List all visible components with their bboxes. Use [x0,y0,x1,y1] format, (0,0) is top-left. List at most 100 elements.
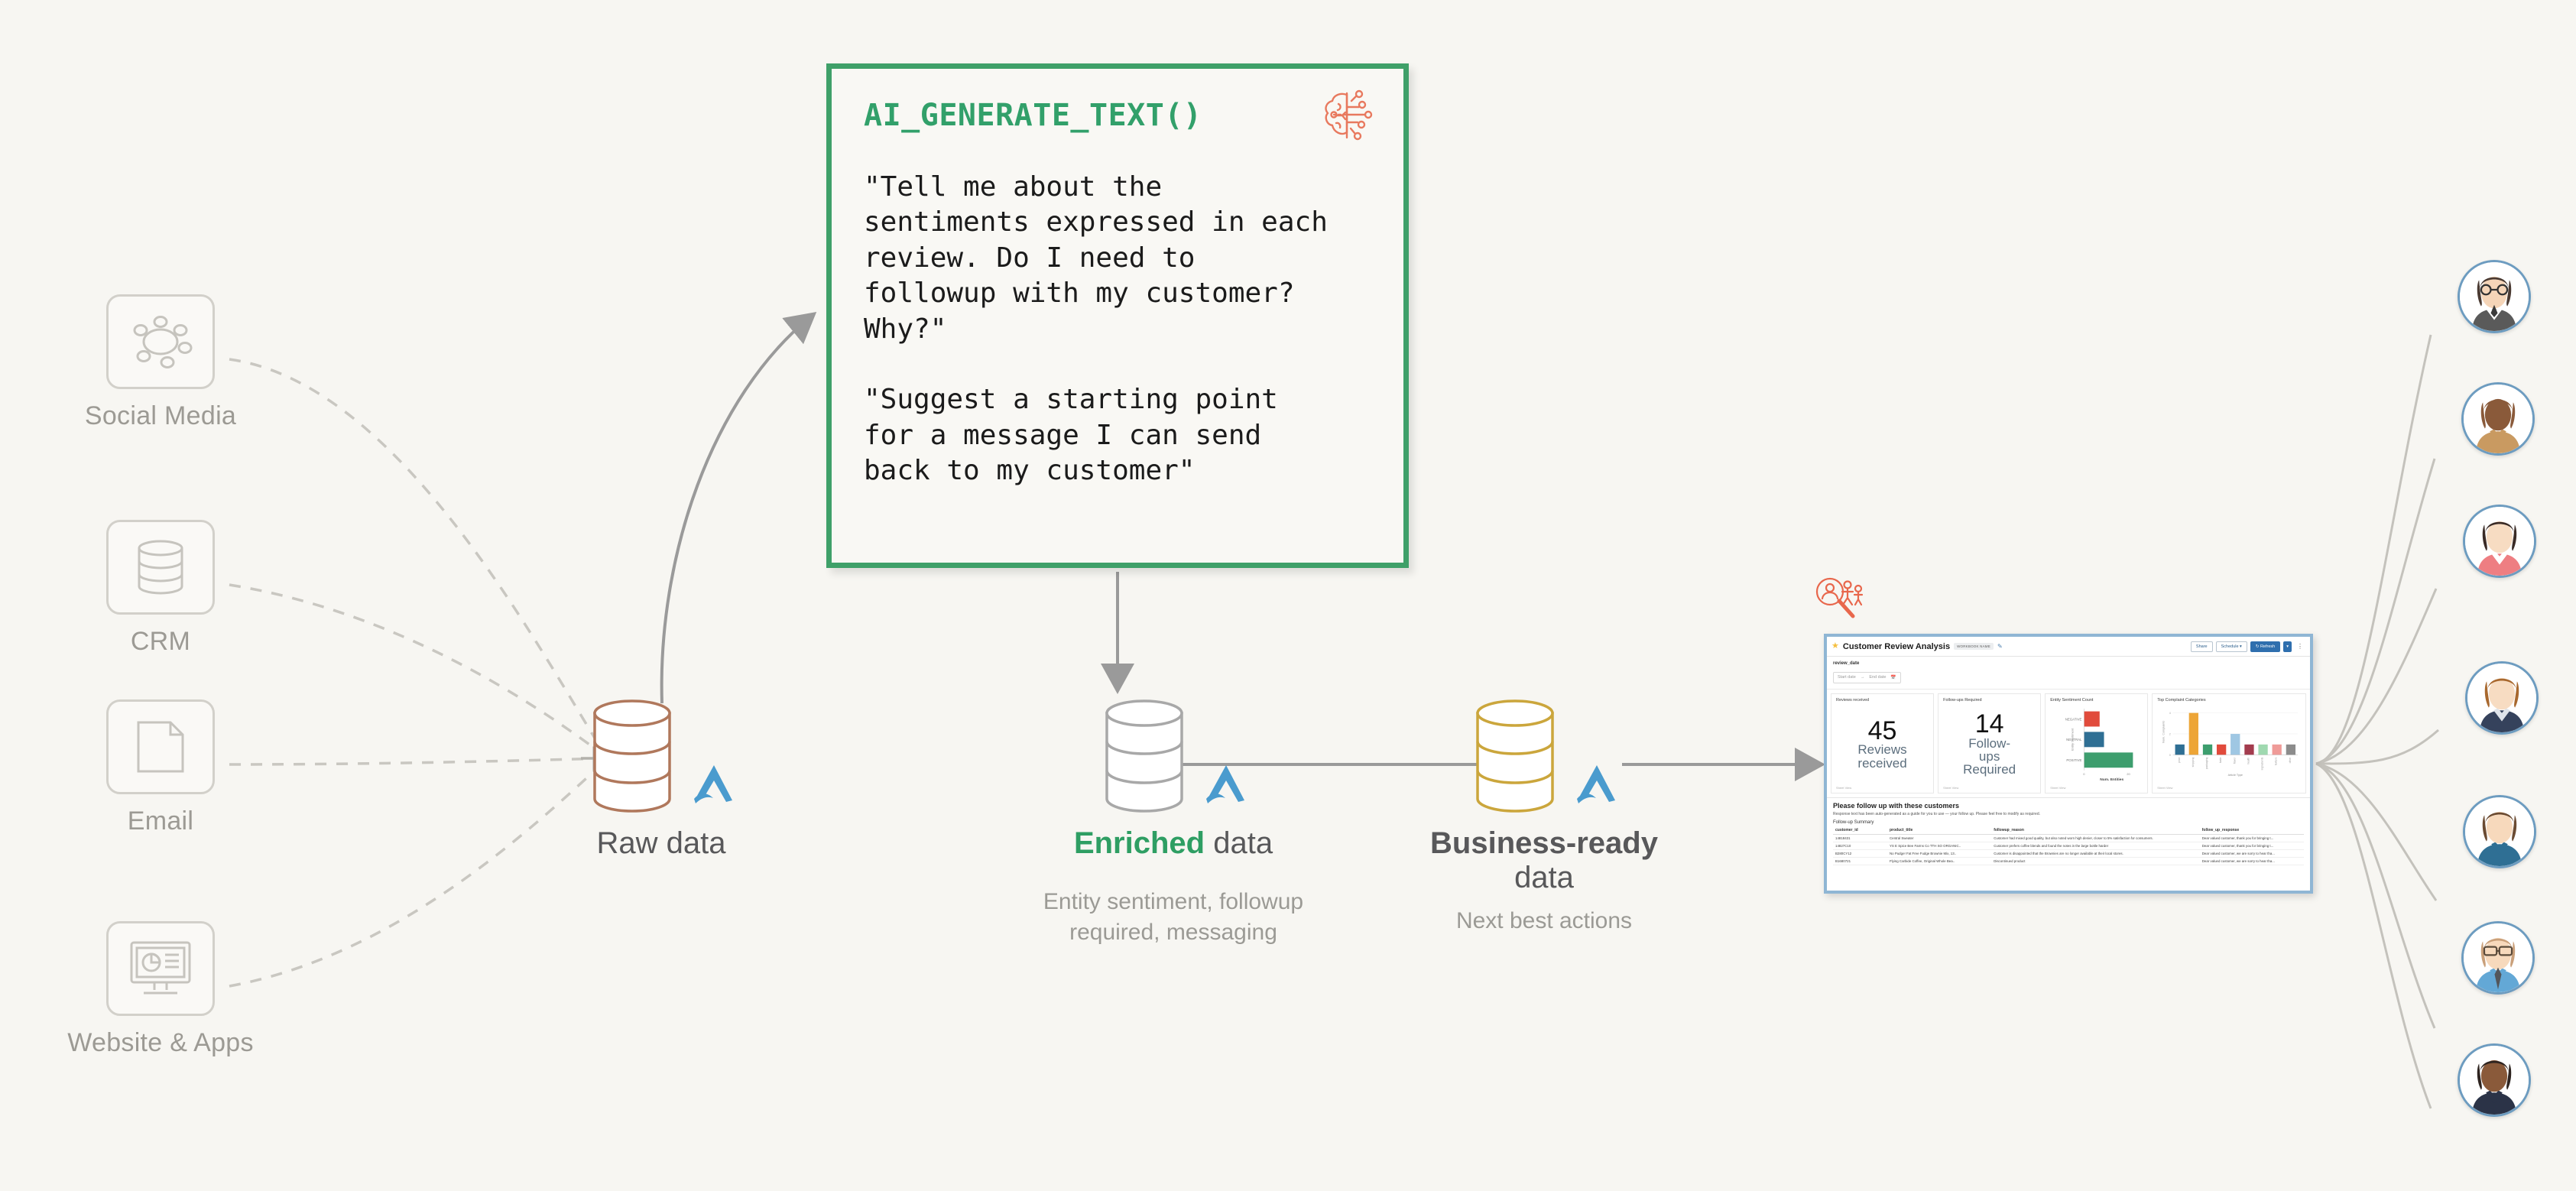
enriched-data-title-strong: Enriched [1073,826,1205,860]
followup-section-title: Please follow up with these customers [1833,802,1960,810]
ai-prompt-1: "Tell me about the sentiments expressed … [864,171,1328,345]
kpi-value: 14 [1974,709,2004,739]
followup-table[interactable]: customer_id product_title followup_reaso… [1833,826,2304,866]
avatar-person-bob-auburn-navy[interactable] [2465,661,2539,735]
table-cell: Dear valued customer, we are sorry to he… [2199,849,2304,858]
svg-text:NEGATIVE: NEGATIVE [2065,717,2082,721]
table-cell: B1680721 [1833,857,1887,866]
table-cell: Customer is disappointed that the Browni… [1991,849,2200,858]
kpi-header: Follow-ups Required [1943,697,1982,703]
svg-text:shipping: shipping [2192,757,2195,767]
customer-review-analysis-dashboard[interactable]: ★ Customer Review Analysis WORKBOOK NAME… [1824,634,2313,894]
svg-text:packaging: packaging [2205,757,2208,769]
ai-brain-icon [1318,89,1376,148]
svg-text:POSITIVE: POSITIVE [2067,758,2082,762]
refresh-caret-button[interactable]: ▾ [2283,641,2292,652]
table-cell: Customer had mixed good quality, but als… [1991,834,2200,843]
business-ready-title-strong: Business-ready [1430,826,1658,860]
chart-title: Top Complaint Categories [2157,697,2206,703]
calendar-icon[interactable]: 📅 [1890,675,1896,680]
avatar-person-short-hair-teal[interactable] [2463,795,2536,868]
end-date-input[interactable]: End date [1869,675,1887,680]
source-website-apps[interactable]: Website & Apps [67,921,254,1058]
dashboard-screen-icon [130,941,191,995]
svg-text:4: 4 [2169,712,2171,715]
workbook-badge: WORKBOOK NAME [1954,643,1994,650]
pencil-icon[interactable]: ✎ [1997,643,2003,650]
date-range-filter[interactable]: Start date → End date 📅 [1833,671,1901,683]
svg-text:ingredients: ingredients [2261,757,2264,770]
raw-data-cylinder-icon [593,699,671,813]
raw-cylinder-row [582,699,740,813]
followup-section: Please follow up with these customers Re… [1827,797,2310,868]
avatar-person-glasses-bob-hair[interactable] [2458,260,2531,333]
kpi-footer: Sheet View [1943,786,1959,790]
business-ready-title-rest: data [1514,860,1574,894]
document-icon [137,721,184,773]
svg-text:price: price [2178,757,2181,763]
crm-tile [106,520,215,615]
enriched-data-subtitle: Entity sentiment, followup required, mes… [1043,888,1304,945]
refresh-button[interactable]: ↻ Refresh [2250,641,2281,652]
source-social-media[interactable]: Social Media [84,294,237,431]
source-label: Social Media [84,401,237,430]
source-email[interactable]: Email [88,699,233,836]
table-cell: Dear valued customer, thank you for brin… [2199,834,2304,843]
avatar-person-bald-tan-collar[interactable] [2461,382,2535,456]
kpi-caption: Reviews received [1857,742,1907,771]
social-media-tile [106,294,215,389]
kpi-caption: Follow- ups Required [1963,735,2016,777]
kpi-row: Reviews received 45 Reviews received She… [1827,690,2310,794]
filter-label: review_date [1833,661,1860,666]
source-crm[interactable]: CRM [88,520,233,657]
svg-text:20: 20 [2127,771,2130,775]
avatar-person-afro-dark-navy[interactable] [2458,1043,2531,1117]
kpi-header: Reviews received [1836,697,1870,703]
kpi-value: 45 [1867,716,1897,745]
table-cell: Discontinued product [1991,857,2200,866]
followup-table-title: Follow-up Summary [1833,820,1874,826]
avatar-person-glasses-bald-tie[interactable] [2461,921,2535,995]
start-date-input[interactable]: Start date [1838,675,1856,680]
business-ready-title: Business-ready data [1430,826,1658,895]
share-button[interactable]: Share [2190,641,2213,652]
schedule-button[interactable]: Schedule ▾ [2215,641,2247,652]
svg-text:NEUTRAL: NEUTRAL [2066,738,2082,742]
table-cell: Customer prefers coffee blends and found… [1991,842,2200,851]
business-ready-cylinder-icon [1476,699,1554,813]
avatar-person-curly-dark-pink[interactable] [2463,505,2536,578]
date-range-separator: → [1860,675,1865,680]
social-network-icon [133,316,193,368]
database-icon [138,540,183,595]
followup-section-subtitle: Response text has been auto-generated as… [1833,812,2040,817]
kpi-followups-required[interactable]: Follow-ups Required 14 Follow- ups Requi… [1938,693,2042,794]
table-cell: 14827C10 [1833,842,1887,851]
source-label: Email [127,806,194,836]
table-cell: Dear valued customer, we are sorry to he… [2199,857,2304,866]
business-cylinder-row [1465,699,1623,813]
enriched-data-title: Enriched data [1074,826,1273,861]
svg-text:texture: texture [2275,757,2278,765]
svg-text:health: health [2247,757,2250,764]
more-options-button[interactable]: ⋮ [2295,643,2305,650]
table-cell: Central Sweater [1887,834,1992,843]
favorite-star-icon[interactable]: ★ [1831,641,1839,651]
table-cell: B280CY12 [1833,849,1887,858]
svg-text:Num. Complaints: Num. Complaints [2162,720,2166,742]
ai-function-name: AI_GENERATE_TEXT() [864,98,1202,133]
kpi-reviews-received[interactable]: Reviews received 45 Reviews received She… [1831,693,1935,794]
svg-text:taste: taste [2220,757,2223,763]
enriched-cylinder-row [1095,699,1252,813]
business-ready-subtitle: Next best actions [1455,907,1633,933]
svg-text:Entity Sentiment: Entity Sentiment [2070,727,2074,750]
node-enriched-data: Enriched data Entity sentiment, followup… [994,699,1353,948]
enriched-data-cylinder-icon [1105,699,1183,813]
svg-text:other: other [2289,756,2292,763]
